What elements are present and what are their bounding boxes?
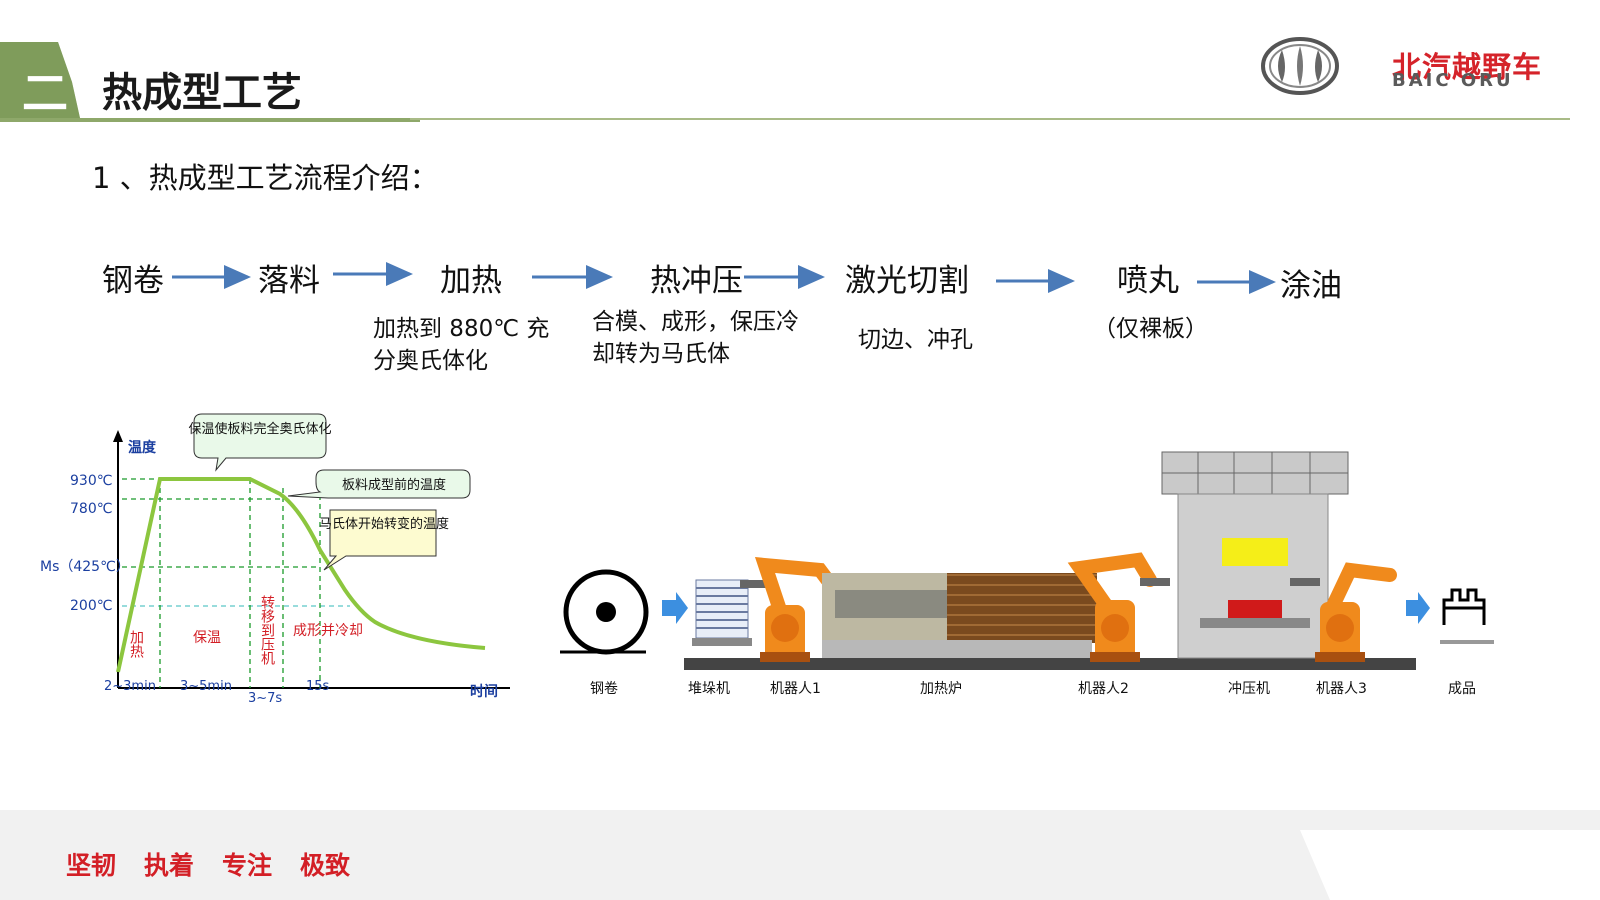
flow-arrow-2 [1406,592,1430,624]
flow-arrow-1 [662,592,688,624]
stage-holding: 保温 [193,630,221,646]
y-tick-780: 780℃ [70,501,112,517]
label-robot-1: 机器人1 [770,681,821,697]
y-tick-ms: Ms（425℃） [40,559,130,575]
brand-name-en: BAIC ORU [1392,70,1514,91]
robot-2-icon [1067,552,1170,662]
stacker-icon [692,579,752,646]
footer-accent-shape [1300,830,1600,900]
y-tick-930: 930℃ [70,473,112,489]
conveyor-base [684,658,1416,670]
step-shot-blasting: 喷丸 [1117,263,1179,299]
label-robot-3: 机器人3 [1316,681,1367,697]
finished-product-icon [1440,588,1494,644]
callout-martensite: 马氏体开始转变的温度 [319,509,449,571]
x-seg-4: 15s [306,679,330,694]
robot-1-icon [740,557,842,662]
page-title: 热成型工艺 [102,70,302,116]
x-axis-label: 时间 [470,683,498,700]
note-stamping: 合模、成形，保压冷 却转为马氏体 [592,306,799,370]
note-heating-line1: 加热到 880℃ 充 [373,316,550,342]
label-steel-coil: 钢卷 [590,681,618,697]
production-line-diagram: 钢卷 堆垛机 机器人1 加热炉 机器人2 冲压机 机器人3 成品 [560,451,1494,697]
step-steel-coil: 钢卷 [102,263,164,299]
stage-forming: 成形并冷却 [293,623,363,639]
slogan-tenacity: 坚韧 [66,851,117,880]
temperature-curve [116,477,486,673]
slogan-focus: 专注 [222,851,273,880]
label-stacker: 堆垛机 [688,681,730,697]
step-heating: 加热 [440,263,502,299]
slogan-excellence: 极致 [300,851,351,880]
note-laser: 切边、冲孔 [858,327,973,353]
label-furnace: 加热炉 [920,681,962,697]
note-shot-blast: （仅裸板） [1093,316,1208,342]
label-press: 冲压机 [1228,681,1270,697]
robot-3-icon [1290,562,1397,662]
baic-logo-icon [1261,37,1339,95]
note-heating: 加热到 880℃ 充 分奥氏体化 [373,313,549,377]
callout-pre-forming: 板料成型前的温度 [287,469,471,499]
x-seg-2: 3~5min [180,679,232,694]
y-tick-200: 200℃ [70,598,112,614]
process-arrows [172,262,1276,294]
step-blanking: 落料 [258,263,320,299]
step-oiling: 涂油 [1280,268,1342,304]
heating-furnace-icon [822,573,1097,658]
press-machine-icon [1161,451,1349,659]
y-axis-label: 温度 [128,439,157,456]
x-seg-3: 3~7s [248,691,282,706]
note-stamping-line1: 合模、成形，保压冷 [592,309,799,335]
stage-transfer: 转移到压机 [259,595,275,666]
slogan-persistence: 执着 [144,851,195,880]
temperature-time-chart: 温度 时间 930℃ 780℃ Ms（425℃） 200℃ 加热 保温 转移到压… [40,413,510,706]
stage-heating: 加热 [128,630,144,658]
callout-martensite-text: 马氏体开始转变的温度 [319,516,449,532]
brand-name-cn: 北汽越野车 [1392,50,1543,84]
section-number: 二 [22,66,68,120]
x-seg-1: 2~3min [104,679,156,694]
y-axis-arrow [113,430,123,442]
callout-holding-text: 保温使板料完全奥氏体化 [188,421,331,437]
label-robot-2: 机器人2 [1078,681,1129,697]
steel-coil-icon [560,569,649,655]
note-stamping-line2: 却转为马氏体 [592,341,730,367]
note-heating-line2: 分奥氏体化 [373,348,488,374]
step-laser-cutting: 激光切割 [845,263,969,299]
header-divider [410,118,1570,120]
section-subtitle: 1 、热成型工艺流程介绍： [92,161,439,195]
step-hot-stamping: 热冲压 [650,263,743,299]
callout-holding: 保温使板料完全奥氏体化 [188,413,332,472]
header-band [0,42,420,122]
callout-pre-forming-text: 板料成型前的温度 [342,477,446,493]
label-finished-product: 成品 [1448,681,1476,697]
